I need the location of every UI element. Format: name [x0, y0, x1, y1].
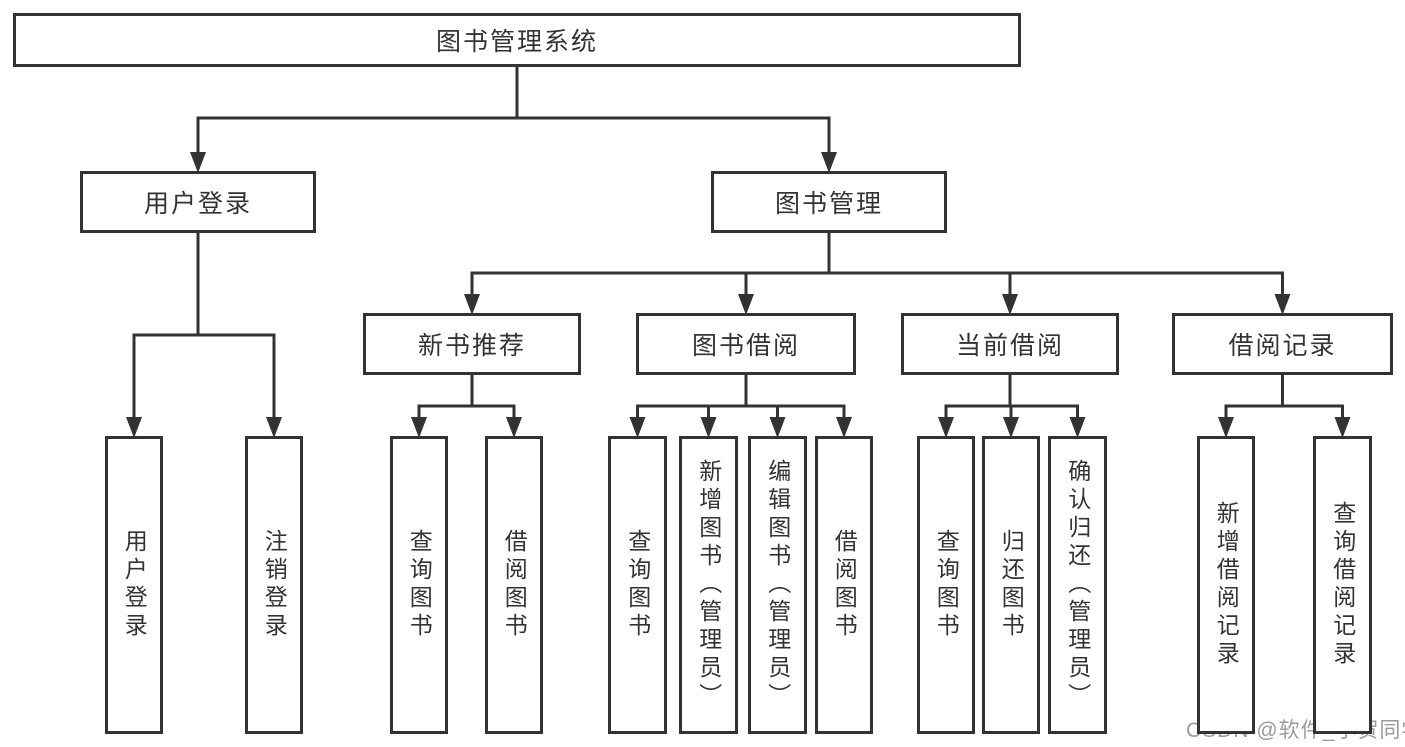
- node-label-nb-query-books: 查询图书: [406, 529, 433, 641]
- node-cb-confirm-return: 确认归还（管理员）: [1048, 436, 1107, 734]
- node-label-br-query-record: 查询借阅记录: [1329, 501, 1356, 669]
- node-borrow-records: 借阅记录: [1172, 313, 1393, 375]
- node-cb-query-books: 查询图书: [917, 436, 975, 734]
- node-label-bb-borrow-books: 借阅图书: [831, 529, 858, 641]
- node-root: 图书管理系统: [13, 13, 1021, 67]
- node-bb-add-books: 新增图书（管理员）: [679, 436, 738, 734]
- node-label-book-mgmt: 图书管理: [774, 190, 883, 218]
- node-bb-query-books: 查询图书: [608, 436, 667, 734]
- node-label-borrow-records: 借阅记录: [1228, 332, 1337, 360]
- node-label-current-borrow: 当前借阅: [955, 332, 1064, 360]
- node-cb-return-books: 归还图书: [982, 436, 1040, 734]
- node-bb-borrow-books: 借阅图书: [815, 436, 873, 734]
- node-label-bb-edit-books: 编辑图书（管理员）: [764, 459, 791, 711]
- node-label-user-login: 用户登录: [143, 190, 252, 218]
- node-logout-leaf: 注销登录: [245, 436, 303, 734]
- node-label-bb-query-books: 查询图书: [624, 529, 651, 641]
- node-label-logout-leaf: 注销登录: [261, 529, 288, 641]
- node-book-mgmt: 图书管理: [711, 171, 947, 233]
- node-new-book-rec: 新书推荐: [363, 313, 581, 375]
- node-label-cb-confirm-return: 确认归还（管理员）: [1064, 459, 1091, 711]
- node-label-login-leaf: 用户登录: [121, 529, 148, 641]
- node-nb-borrow-books: 借阅图书: [485, 436, 543, 734]
- node-user-login: 用户登录: [80, 171, 316, 233]
- node-book-borrow: 图书借阅: [636, 313, 856, 375]
- node-login-leaf: 用户登录: [105, 436, 163, 734]
- node-label-root: 图书管理系统: [435, 28, 598, 56]
- node-label-cb-query-books: 查询图书: [933, 529, 960, 641]
- node-br-add-record: 新增借阅记录: [1197, 436, 1255, 734]
- node-label-br-add-record: 新增借阅记录: [1213, 501, 1240, 669]
- node-br-query-record: 查询借阅记录: [1313, 436, 1372, 734]
- node-label-bb-add-books: 新增图书（管理员）: [695, 459, 722, 711]
- node-bb-edit-books: 编辑图书（管理员）: [748, 436, 807, 734]
- node-current-borrow: 当前借阅: [901, 313, 1119, 375]
- node-nb-query-books: 查询图书: [390, 436, 448, 734]
- node-label-book-borrow: 图书借阅: [691, 332, 800, 360]
- node-label-cb-return-books: 归还图书: [998, 529, 1025, 641]
- node-label-new-book-rec: 新书推荐: [417, 332, 526, 360]
- node-label-nb-borrow-books: 借阅图书: [501, 529, 528, 641]
